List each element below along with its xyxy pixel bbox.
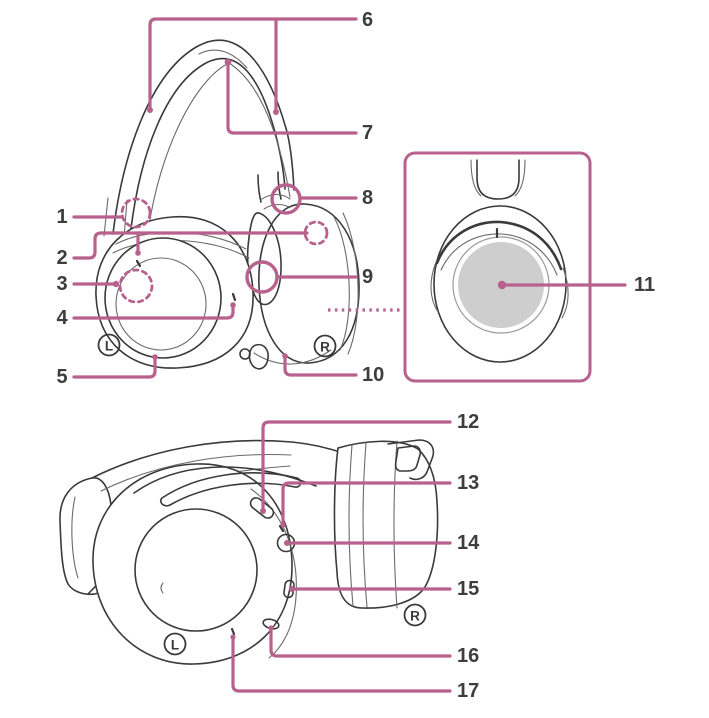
- callout-13: [280, 481, 452, 528]
- left-channel-letter: L: [105, 339, 113, 354]
- callout-5: [72, 354, 158, 379]
- callout-14: [284, 540, 452, 546]
- left-earcup-bottom-view: [92, 463, 317, 665]
- callout-15: [289, 586, 452, 592]
- callout-14-label: 14: [457, 532, 480, 554]
- callout-17: [230, 634, 452, 693]
- callout-9-label: 9: [362, 266, 373, 288]
- bottom-view-figure: [59, 439, 439, 665]
- left-channel-mark-bottom: L: [163, 632, 187, 656]
- right-channel-mark-bottom: R: [403, 603, 427, 627]
- callout-16-label: 16: [457, 645, 479, 667]
- callout-6-label: 6: [362, 9, 373, 31]
- callout-6: [147, 17, 358, 115]
- callout-7: [224, 58, 358, 135]
- left-mic-hole-mark: [135, 259, 142, 268]
- bottom-view-callouts: [230, 420, 452, 693]
- callout-16: [268, 625, 452, 658]
- callout-17-label: 17: [457, 680, 479, 702]
- power-button: [249, 497, 275, 519]
- channel-marks: L R L R: [97, 333, 427, 656]
- right-channel-letter: R: [410, 609, 420, 624]
- front-view-labels: 1 2 3 4 5 6 7 8 9 10 11: [56, 9, 655, 388]
- right-channel-mark-front: R: [313, 334, 337, 358]
- bottom-view-labels: 12 13 14 15 16 17: [457, 411, 480, 702]
- left-earcup-front-view: [95, 215, 269, 370]
- callout-11: [497, 280, 627, 290]
- front-view-figure: [95, 39, 360, 370]
- callout-5-label: 5: [56, 366, 67, 388]
- callout-10-label: 10: [362, 364, 384, 386]
- callout-13-label: 13: [457, 472, 479, 494]
- left-channel-mark-front: L: [97, 333, 121, 357]
- callout-12-label: 12: [457, 411, 479, 433]
- callout-4: [72, 302, 236, 320]
- sensor-mark: [231, 292, 237, 302]
- callout-11-label: 11: [634, 274, 655, 296]
- right-earcup-front-view: [246, 203, 360, 365]
- callout-9: [245, 260, 358, 294]
- left-channel-letter: L: [171, 638, 179, 653]
- callout-15-label: 15: [457, 578, 479, 600]
- inset-box: [403, 151, 627, 383]
- callout-1: [72, 197, 152, 229]
- callout-3-label: 3: [56, 273, 67, 295]
- callout-7-label: 7: [362, 122, 373, 144]
- indicator-lamp: [278, 524, 285, 533]
- callout-10: [282, 353, 358, 377]
- callout-8-label: 8: [362, 187, 373, 209]
- right-channel-letter: R: [320, 340, 330, 355]
- callout-4-label: 4: [56, 307, 68, 329]
- callout-1-label: 1: [56, 206, 67, 228]
- callout-8: [270, 183, 358, 215]
- callout-2: [72, 220, 329, 260]
- mic-hole-mark: [230, 627, 236, 636]
- callout-3: [72, 268, 154, 304]
- callout-2-label: 2: [56, 247, 67, 269]
- front-view-callouts: [72, 17, 404, 379]
- right-earcup-bottom-view: [333, 439, 439, 609]
- callout-12: [260, 420, 452, 514]
